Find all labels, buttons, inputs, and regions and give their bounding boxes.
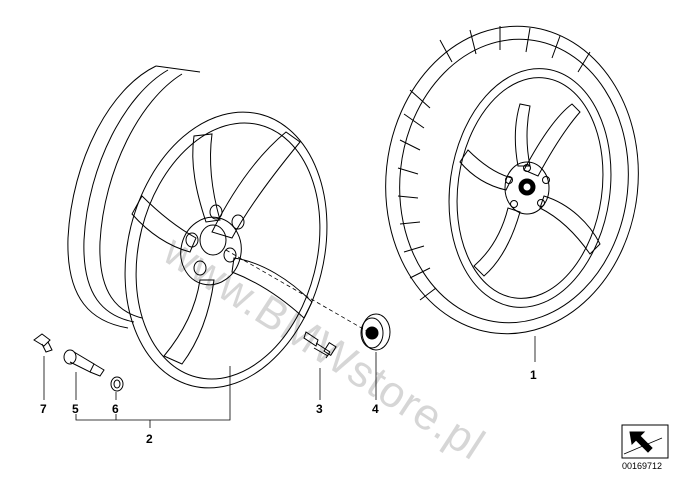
cap-part6 bbox=[110, 376, 124, 392]
rim-drawing bbox=[67, 65, 328, 389]
bolt-part7 bbox=[33, 333, 53, 353]
callout-3: 3 bbox=[316, 402, 323, 416]
wheel-bolt-part3 bbox=[303, 331, 337, 359]
callout-7: 7 bbox=[40, 402, 47, 416]
arrow-icon bbox=[629, 431, 653, 453]
callout-6: 6 bbox=[112, 402, 119, 416]
rim-spokes bbox=[131, 131, 313, 365]
diagram-code: 00169712 bbox=[622, 461, 663, 471]
leader-lines bbox=[43, 249, 536, 428]
valve-part5 bbox=[63, 349, 105, 377]
corner-symbol bbox=[621, 424, 669, 459]
callout-2: 2 bbox=[146, 432, 153, 446]
callout-5: 5 bbox=[72, 402, 79, 416]
center-cap-part4 bbox=[360, 313, 391, 351]
callout-1: 1 bbox=[530, 368, 537, 382]
callout-4: 4 bbox=[372, 402, 379, 416]
tyre-wheel-drawing bbox=[385, 25, 639, 335]
